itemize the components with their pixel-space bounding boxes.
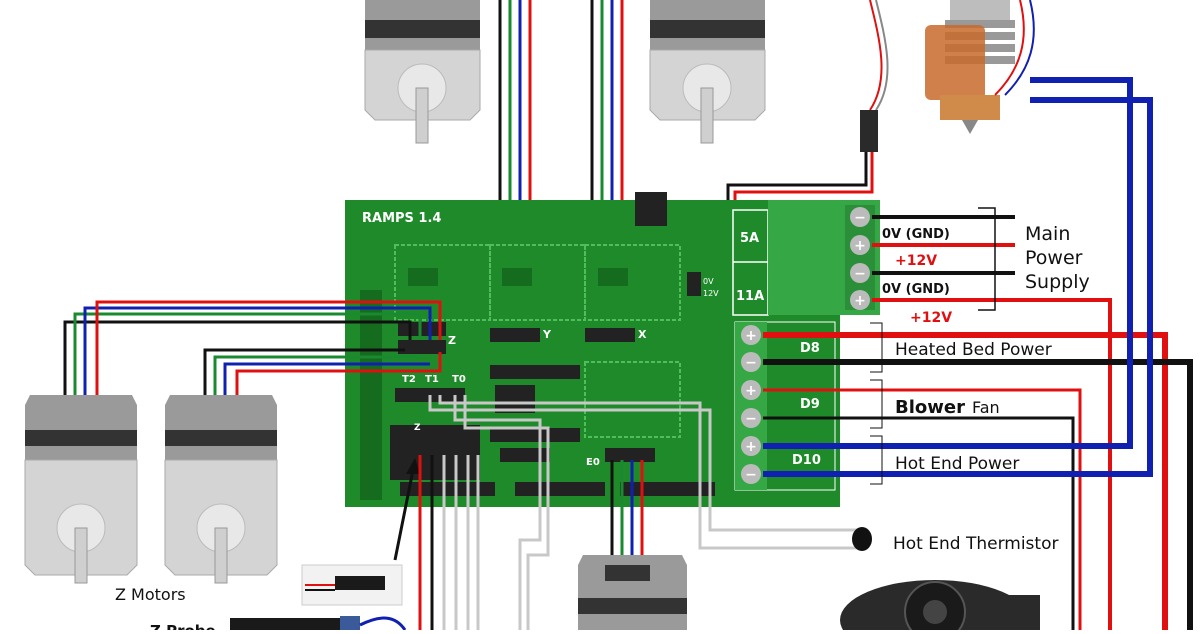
- heated-bed-label: Heated Bed Power: [895, 340, 1052, 360]
- terminal-minus-1: −: [854, 210, 866, 226]
- psu-label-line2: Power: [1025, 247, 1083, 269]
- z-motor-right: [164, 395, 278, 584]
- psu-gnd-2: 0V (GND): [882, 282, 950, 297]
- z-probe: [230, 616, 407, 631]
- hot-end-power-wires: [763, 77, 1153, 477]
- output-terminals: + − + − + −: [741, 325, 761, 484]
- blower-fan-wires: [763, 388, 1082, 630]
- psu-12v-1: +12V: [895, 253, 937, 269]
- hot-end: [925, 0, 1015, 134]
- ramps-board: RAMPS 1.4 Z Y X T2 T1 T0 Z E0: [345, 192, 880, 507]
- thermistor-label: Hot End Thermistor: [893, 534, 1058, 554]
- fuse-11a: 11A: [736, 289, 764, 304]
- output-d9: D9: [800, 397, 820, 412]
- bracket-heated-bed: [870, 322, 883, 373]
- thermistor-wires: [428, 395, 860, 630]
- psu-label-line3: Supply: [1025, 271, 1090, 293]
- terminal-plus-2: +: [854, 293, 866, 309]
- blower-fan: [840, 580, 1040, 634]
- board-title: RAMPS 1.4: [362, 211, 441, 226]
- out-minus-d8: −: [745, 355, 757, 371]
- psu-gnd-1: 0V (GND): [882, 227, 950, 242]
- bracket-blower: [870, 379, 883, 429]
- output-d10: D10: [792, 453, 821, 468]
- jumper-label-12v: 12V: [703, 289, 719, 298]
- z-probe-pointer: [393, 469, 415, 561]
- thermistor-bead: [852, 527, 872, 551]
- output-d8: D8: [800, 341, 820, 356]
- label-x-axis: X: [638, 328, 647, 341]
- label-t2: T2: [402, 374, 416, 385]
- out-plus-d9: +: [745, 383, 757, 399]
- psu-12v-2: +12V: [910, 310, 952, 326]
- blower-label-rest: Fan: [972, 398, 1000, 417]
- hot-end-power-label: Hot End Power: [895, 454, 1019, 474]
- z-motor-left: [24, 395, 138, 584]
- z-probe-connector-photo: [301, 564, 403, 606]
- out-minus-d9: −: [745, 411, 757, 427]
- out-plus-d10: +: [745, 439, 757, 455]
- label-t1: T1: [425, 374, 439, 385]
- psu-label-line1: Main: [1025, 223, 1070, 245]
- stepper-motor-y: [364, 0, 481, 144]
- stepper-motor-x: [649, 0, 766, 144]
- power-input-terminals: − + − +: [850, 207, 870, 310]
- fuse-5a: 5A: [740, 231, 759, 246]
- hot-end-sensor-wires: [869, 0, 1035, 111]
- label-t0: T0: [452, 374, 466, 385]
- jumper-label-0v: 0V: [703, 277, 714, 286]
- endstop-wires: [418, 455, 480, 630]
- z-probe-pointer-head: [406, 458, 420, 474]
- power-supply-wires: [872, 207, 1112, 630]
- label-e0: E0: [586, 457, 600, 468]
- label-y-axis: Y: [542, 328, 552, 341]
- label-z-axis: Z: [448, 334, 456, 347]
- out-minus-d10: −: [745, 467, 757, 483]
- heated-bed-wires: [763, 332, 1193, 630]
- z-motors-label: Z Motors: [115, 585, 186, 604]
- label-endstop-z: Z: [414, 423, 421, 433]
- blower-label-bold: Blower: [895, 397, 965, 418]
- terminal-plus-1: +: [854, 238, 866, 254]
- bracket-hot-end: [870, 435, 883, 485]
- z-motor-wires: [63, 300, 442, 405]
- z-probe-label: Z Probe: [150, 622, 216, 630]
- thermistor-connector: [860, 110, 878, 152]
- extruder-motor: [578, 555, 687, 630]
- terminal-minus-2: −: [854, 266, 866, 282]
- out-plus-d8: +: [745, 328, 757, 344]
